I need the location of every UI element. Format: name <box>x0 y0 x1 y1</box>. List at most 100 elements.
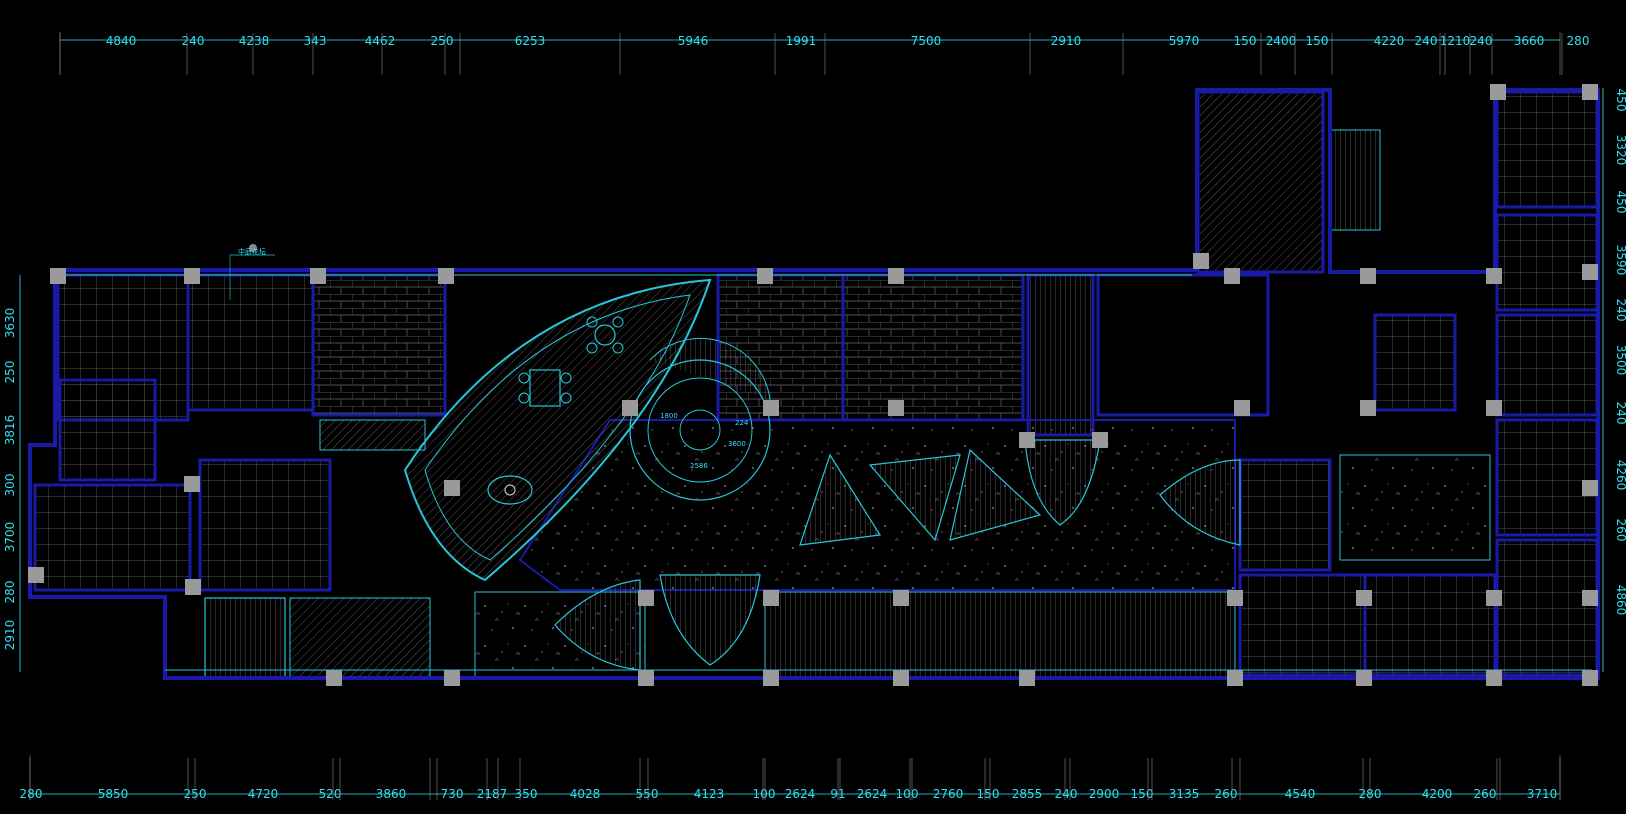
right-dimension-label: 450 <box>1614 191 1626 214</box>
bottom-dimension-label: 2624 <box>785 787 816 801</box>
structural-column <box>1486 590 1502 606</box>
right-dimension-label: 260 <box>1614 519 1626 542</box>
right-dimension-label: 4860 <box>1614 585 1626 616</box>
stair-upper <box>1329 129 1381 231</box>
top-dimension-label: 5946 <box>678 34 709 48</box>
top-dimension-label: 1210 <box>1440 34 1471 48</box>
stair-annotation: 2586 <box>690 462 708 470</box>
room-right-3 <box>1495 313 1599 417</box>
room-tiled-3 <box>33 483 192 592</box>
bottom-dimension-label: 2900 <box>1089 787 1120 801</box>
fan-deck-4 <box>1024 439 1101 526</box>
structural-column <box>1019 670 1035 686</box>
bottom-dimension-label: 2624 <box>857 787 888 801</box>
bottom-dimension-label: 280 <box>20 787 43 801</box>
fan-deck-1 <box>799 453 882 546</box>
top-dimension-label: 4238 <box>239 34 270 48</box>
structural-column <box>893 670 909 686</box>
right-dimension-label: 4260 <box>1614 460 1626 491</box>
bottom-floor-strip <box>764 591 1236 678</box>
structural-column <box>888 268 904 284</box>
structural-columns <box>28 84 1598 686</box>
stair-left <box>204 597 286 679</box>
structural-column <box>1582 84 1598 100</box>
right-dimension-label: 240 <box>1614 402 1626 425</box>
structural-column <box>50 268 66 284</box>
bottom-dimension-label: 2760 <box>933 787 964 801</box>
bottom-dimension-label: 4720 <box>248 787 279 801</box>
structural-column <box>757 268 773 284</box>
top-dimension-label: 7500 <box>911 34 942 48</box>
structural-column <box>1582 590 1598 606</box>
right-dimension-label: 240 <box>1614 299 1626 322</box>
fan-deck-5 <box>1159 459 1241 546</box>
bottom-dimension-label: 260 <box>1474 787 1497 801</box>
top-dimension-label: 240 <box>182 34 205 48</box>
bottom-dimension-label: 100 <box>753 787 776 801</box>
fan-deck-2 <box>868 454 961 542</box>
area-label-text: 中庭花坛 <box>238 247 266 256</box>
left-dimension-label: 3700 <box>3 522 17 553</box>
planter-row <box>319 419 426 451</box>
top-dimension-label: 150 <box>1234 34 1257 48</box>
bottom-dimension-label: 4028 <box>570 787 601 801</box>
bottom-dimension-label: 350 <box>515 787 538 801</box>
structural-column <box>763 400 779 416</box>
bottom-dimension-label: 2855 <box>1012 787 1043 801</box>
structural-column <box>1486 400 1502 416</box>
bottom-dimension-label: 4540 <box>1285 787 1316 801</box>
top-dimension-label: 4840 <box>106 34 137 48</box>
structural-column <box>185 579 201 595</box>
structural-column <box>763 670 779 686</box>
right-dimension-label: 3500 <box>1614 345 1626 376</box>
top-dimension-label: 150 <box>1306 34 1329 48</box>
bottom-dimension-label: 260 <box>1215 787 1238 801</box>
top-dimension-label: 6253 <box>515 34 546 48</box>
structural-column <box>1356 670 1372 686</box>
room-small-bath <box>58 378 157 482</box>
room-tiled-4 <box>198 458 332 592</box>
top-dimension-label: 240 <box>1415 34 1438 48</box>
bottom-dimension-label: 550 <box>636 787 659 801</box>
bottom-dimension-label: 4200 <box>1422 787 1453 801</box>
structural-column <box>1360 400 1376 416</box>
room-lower-right-3 <box>1363 573 1497 677</box>
bottom-dimension-label: 3860 <box>376 787 407 801</box>
structural-column <box>444 670 460 686</box>
room-tiled-2 <box>186 273 315 412</box>
structural-column <box>1193 253 1209 269</box>
bottom-dimension-label: 3710 <box>1527 787 1558 801</box>
top-dimension-label: 1991 <box>786 34 817 48</box>
bottom-dimension-label: 3135 <box>1169 787 1200 801</box>
top-dimension-label: 4462 <box>365 34 396 48</box>
dining-table <box>518 369 572 407</box>
structural-column <box>1486 268 1502 284</box>
right-dimension-label: 3320 <box>1614 135 1626 166</box>
structural-column <box>1486 670 1502 686</box>
structural-column <box>1092 432 1108 448</box>
structural-column <box>184 268 200 284</box>
structural-column <box>1234 400 1250 416</box>
left-dimension-label: 280 <box>3 581 17 604</box>
top-dimension-label: 343 <box>304 34 327 48</box>
area-label-tag: 中庭花坛 <box>229 244 275 300</box>
room-right-4 <box>1495 418 1599 537</box>
room-right-5 <box>1495 538 1599 677</box>
structural-column <box>622 400 638 416</box>
bottom-dimension-label: 5850 <box>98 787 129 801</box>
spiral-stair: 1800 224 3600 2586 <box>629 337 771 501</box>
structural-column <box>1582 480 1598 496</box>
stair-core <box>1026 273 1095 437</box>
structural-column <box>1360 268 1376 284</box>
top-dimension-label: 280 <box>1567 34 1590 48</box>
structural-column <box>1224 268 1240 284</box>
fan-deck-3 <box>949 448 1042 541</box>
room-brick-2 <box>716 273 845 422</box>
top-dimension-label: 240 <box>1470 34 1493 48</box>
top-dimension-label: 4220 <box>1374 34 1405 48</box>
courtyard-gravel <box>518 419 1236 591</box>
